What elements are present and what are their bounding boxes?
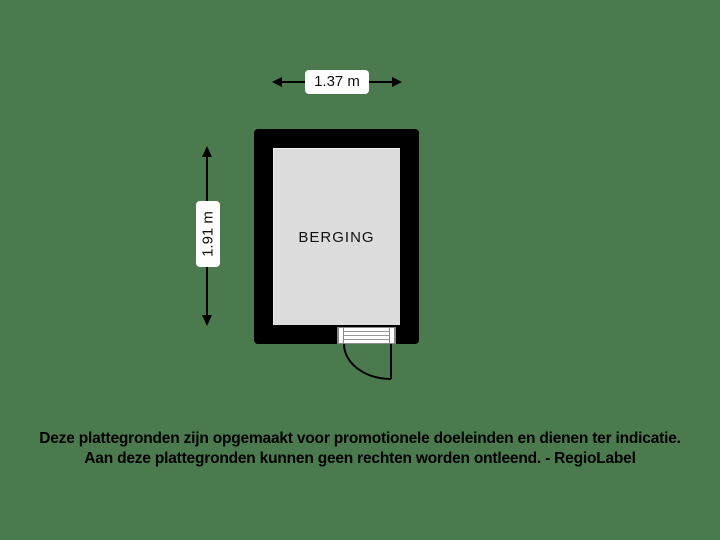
door-jamb-left: [338, 328, 344, 343]
room-label: BERGING: [298, 229, 375, 246]
threshold-line: [344, 339, 389, 340]
disclaimer-line-1: Deze plattegronden zijn opgemaakt voor p…: [39, 430, 681, 447]
disclaimer: Deze plattegronden zijn opgemaakt voor p…: [0, 429, 720, 469]
door-opening: [337, 327, 396, 344]
room-floor: [273, 148, 400, 325]
threshold-line: [344, 331, 389, 332]
door-jamb-right: [389, 328, 395, 343]
disclaimer-line-2: Aan deze plattegronden kunnen geen recht…: [84, 450, 636, 467]
width-dimension-label: 1.37 m: [305, 70, 369, 94]
threshold-line: [344, 335, 389, 336]
height-dimension-label: 1.91 m: [196, 201, 220, 267]
height-dimension-text: 1.91 m: [199, 211, 217, 257]
